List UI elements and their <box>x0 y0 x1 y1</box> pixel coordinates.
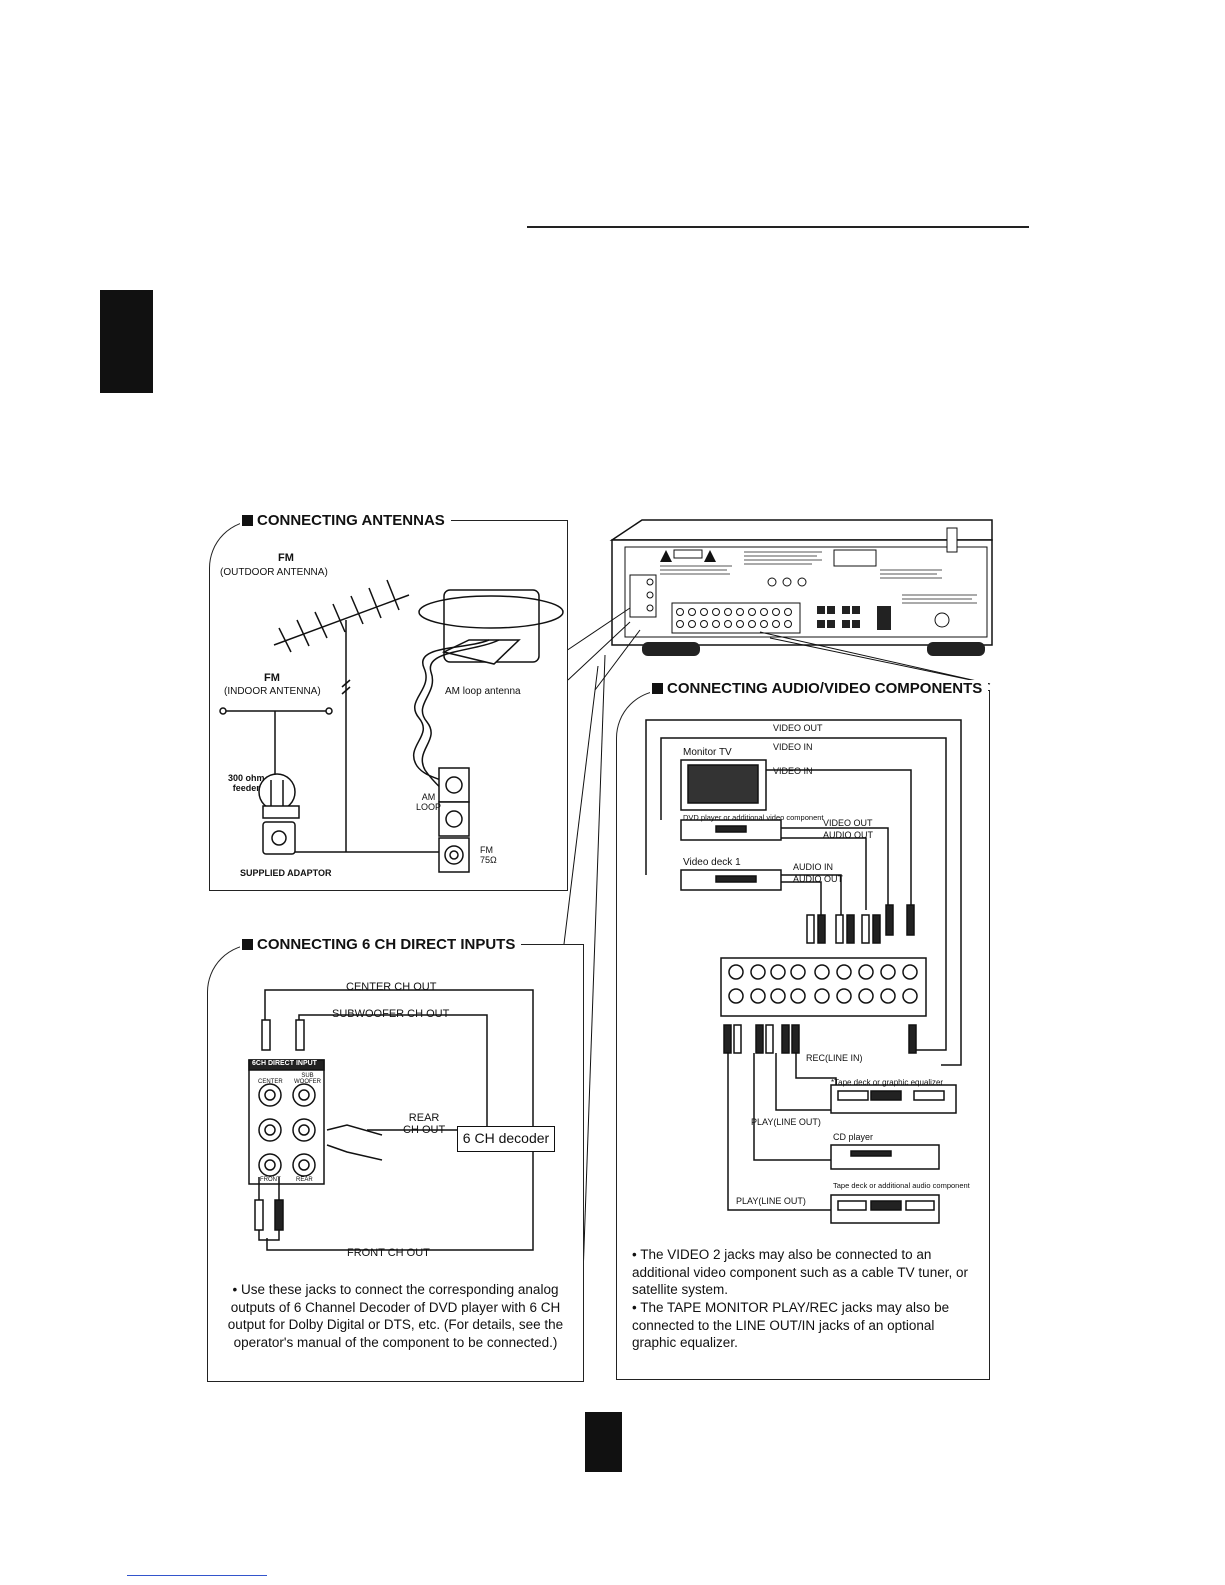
sub-out-label: SUBWOOFER CH OUT <box>332 1008 450 1020</box>
fm-indoor-sub: (INDOOR ANTENNA) <box>224 686 321 697</box>
av-tape2-label: Tape deck or additional audio component <box>833 1181 970 1190</box>
av-video-in-2: VIDEO IN <box>773 766 813 776</box>
antennas-svg <box>219 579 564 873</box>
antennas-drawing <box>209 540 568 890</box>
av-note-2: • The TAPE MONITOR PLAY/REC jacks may al… <box>632 1300 950 1350</box>
av-cd-label: CD player <box>833 1132 874 1142</box>
decoder-box: 6 CH decoder <box>457 1126 555 1152</box>
av-audio-out: AUDIO OUT <box>793 874 844 884</box>
adaptor-label: SUPPLIED ADAPTOR <box>240 868 332 878</box>
square-bullet-icon <box>652 683 663 694</box>
av-dvd-video-out: VIDEO OUT <box>823 818 873 828</box>
am-terminal-label: AM LOOP <box>416 792 442 812</box>
page-number-tab <box>585 1412 622 1472</box>
av-tape-eq-label: *Tape deck or graphic equalizer <box>831 1078 944 1087</box>
av-drawing <box>616 710 990 1230</box>
av-deck1-label: Video deck 1 <box>683 857 741 868</box>
direct-inputs-svg <box>248 989 534 1251</box>
footer-line <box>127 1575 267 1576</box>
receiver-rear-panel <box>609 519 1002 656</box>
jack-rear-label: REAR <box>296 1177 313 1183</box>
receiver-drawing <box>609 519 993 656</box>
av-play2-label: PLAY(LINE OUT) <box>736 1196 806 1206</box>
fm-terminal-label: FM 75Ω <box>480 845 497 865</box>
av-note-1: • The VIDEO 2 jacks may also be connecte… <box>632 1247 968 1297</box>
jack-center-label: CENTER <box>258 1079 283 1085</box>
direct-inputs-note: • Use these jacks to connect the corresp… <box>227 1282 564 1350</box>
av-monitor-label: Monitor TV <box>683 747 732 758</box>
av-video-in-1: VIDEO IN <box>773 742 813 752</box>
am-loop-label: AM loop antenna <box>445 686 521 697</box>
antennas-title: CONNECTING ANTENNAS <box>240 512 451 529</box>
fm-outdoor-sub: (OUTDOOR ANTENNA) <box>220 567 328 578</box>
av-play1-label: PLAY(LINE OUT) <box>751 1117 821 1127</box>
center-out-label: CENTER CH OUT <box>346 981 437 993</box>
square-bullet-icon <box>242 939 253 950</box>
jack-front-label: FRONT <box>260 1177 281 1183</box>
direct-inputs-drawing <box>207 970 584 1270</box>
section-tab <box>100 290 153 393</box>
fm-outdoor-label: FM <box>278 552 294 564</box>
square-bullet-icon <box>242 515 253 526</box>
av-title: CONNECTING AUDIO/VIDEO COMPONENTS <box>650 680 989 697</box>
front-out-label: FRONT CH OUT <box>347 1247 430 1259</box>
av-dvd-label: DVD player or additional video component <box>683 813 824 822</box>
fm-indoor-label: FM <box>264 672 280 684</box>
av-panel <box>616 690 990 1380</box>
av-audio-in: AUDIO IN <box>793 862 834 872</box>
av-rec-label: REC(LINE IN) <box>806 1053 863 1063</box>
direct-panel-header: 6CH DIRECT INPUT <box>252 1060 317 1067</box>
rear-out-label: REAR CH OUT <box>403 1112 446 1136</box>
av-video-out: VIDEO OUT <box>773 723 823 733</box>
feeder-label: 300 ohm feeder <box>228 773 265 793</box>
av-dvd-audio-out: AUDIO OUT <box>823 830 874 840</box>
direct-inputs-title: CONNECTING 6 CH DIRECT INPUTS <box>240 936 522 953</box>
av-svg <box>645 719 962 1224</box>
header-rule <box>527 226 1029 228</box>
jack-sub-label: SUB WOOFER <box>294 1073 321 1085</box>
